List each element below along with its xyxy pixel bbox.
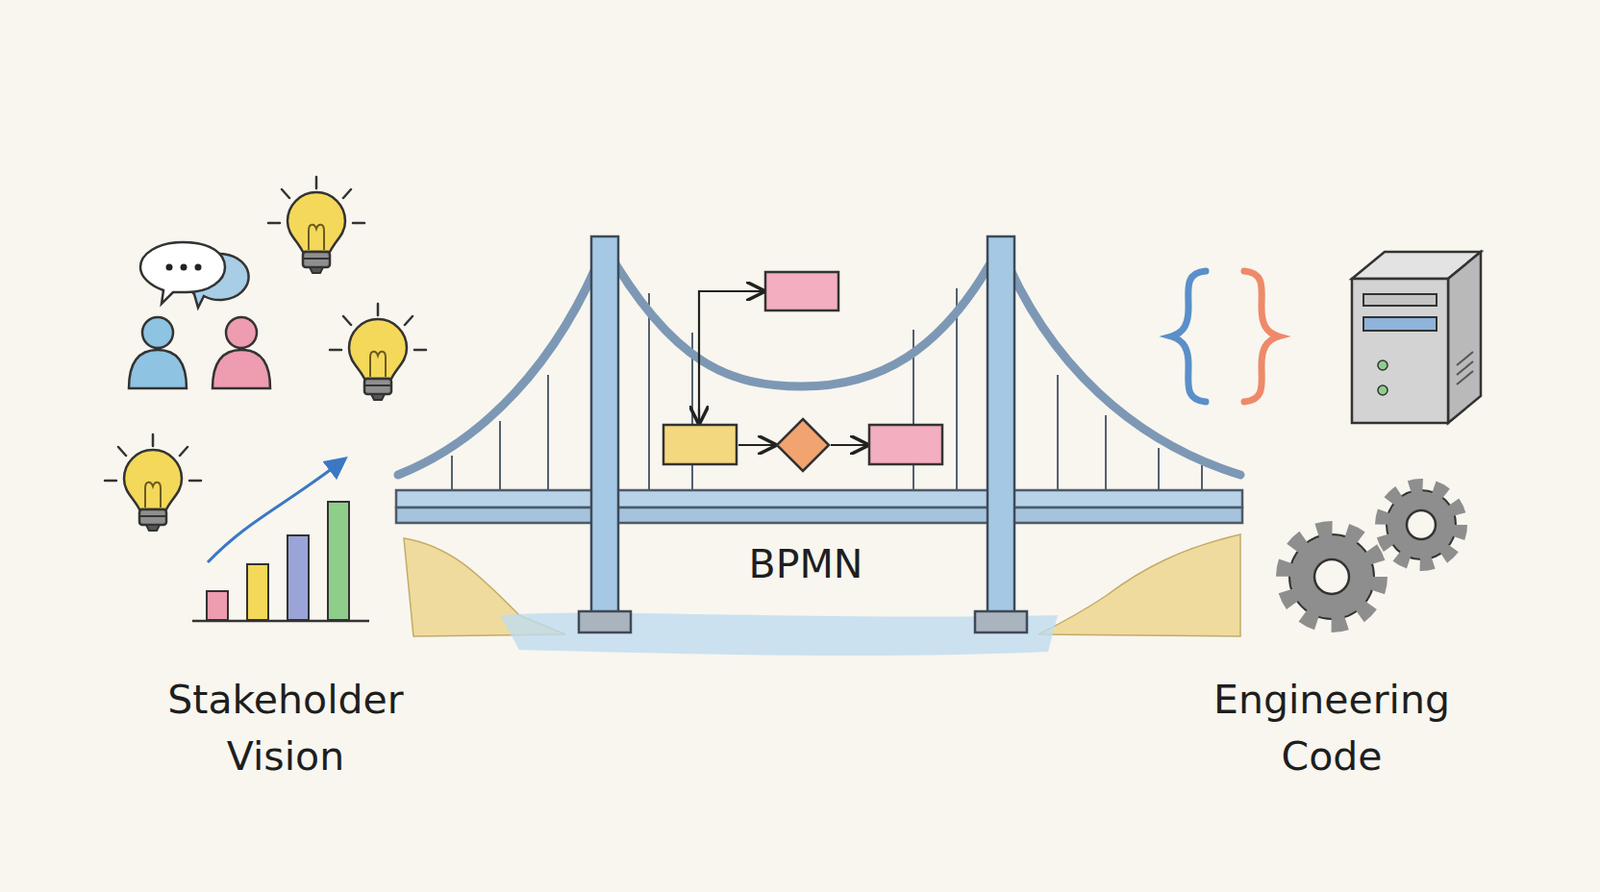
gateway-diamond <box>776 419 829 472</box>
server-side <box>1448 251 1481 424</box>
flow-line <box>699 291 762 424</box>
person-body <box>212 350 271 389</box>
status-light <box>1377 385 1388 396</box>
task-box <box>765 272 839 311</box>
side-label: Stakeholder Vision <box>141 672 430 786</box>
brace <box>1244 271 1279 402</box>
tower <box>987 236 1015 614</box>
cable <box>1000 246 1241 475</box>
drive-bay <box>1363 294 1437 306</box>
tower-base <box>975 611 1027 633</box>
bar <box>247 564 269 621</box>
deck <box>396 490 1243 508</box>
gear-teeth <box>1381 485 1461 565</box>
bar <box>327 501 350 621</box>
dot <box>180 264 188 272</box>
status-light <box>1377 360 1388 371</box>
deck <box>396 507 1243 524</box>
gears <box>1283 485 1461 625</box>
server-front <box>1351 278 1449 424</box>
flow-arrow <box>750 290 764 293</box>
lightbulb <box>104 434 201 531</box>
cable <box>398 246 605 475</box>
gear-hole <box>1406 510 1436 540</box>
drive-bay <box>1363 317 1437 331</box>
task-box <box>663 425 737 465</box>
bridge-label: BPMN <box>690 536 922 594</box>
dot <box>166 264 174 272</box>
dot <box>195 264 202 272</box>
person-head <box>225 317 257 349</box>
people <box>128 317 271 389</box>
lightbulb <box>268 176 365 274</box>
bar <box>206 591 228 621</box>
flow-arrow <box>830 444 868 447</box>
tower <box>591 236 619 614</box>
person-head <box>142 317 174 349</box>
brace <box>1171 271 1206 402</box>
gear-hole <box>1314 559 1350 595</box>
task-box <box>869 425 943 465</box>
gear-teeth <box>1283 528 1380 625</box>
side-label: Engineering Code <box>1187 672 1476 786</box>
bar <box>287 535 309 621</box>
bar-chart <box>192 459 370 622</box>
flow-arrow <box>698 408 700 424</box>
flow-arrow <box>738 444 775 447</box>
trend-arrow <box>207 459 345 563</box>
speech-bubbles <box>140 242 250 308</box>
person-body <box>128 350 187 389</box>
bridge <box>396 236 1243 656</box>
speech-bubble <box>140 242 225 304</box>
server-tower <box>1351 251 1481 424</box>
tower-base <box>578 611 631 633</box>
code-braces <box>1171 271 1279 402</box>
lightbulb <box>329 303 426 400</box>
bpmn-sketch <box>663 272 943 472</box>
river-bank <box>1038 534 1241 637</box>
axis <box>192 620 370 624</box>
cable <box>604 246 1000 387</box>
